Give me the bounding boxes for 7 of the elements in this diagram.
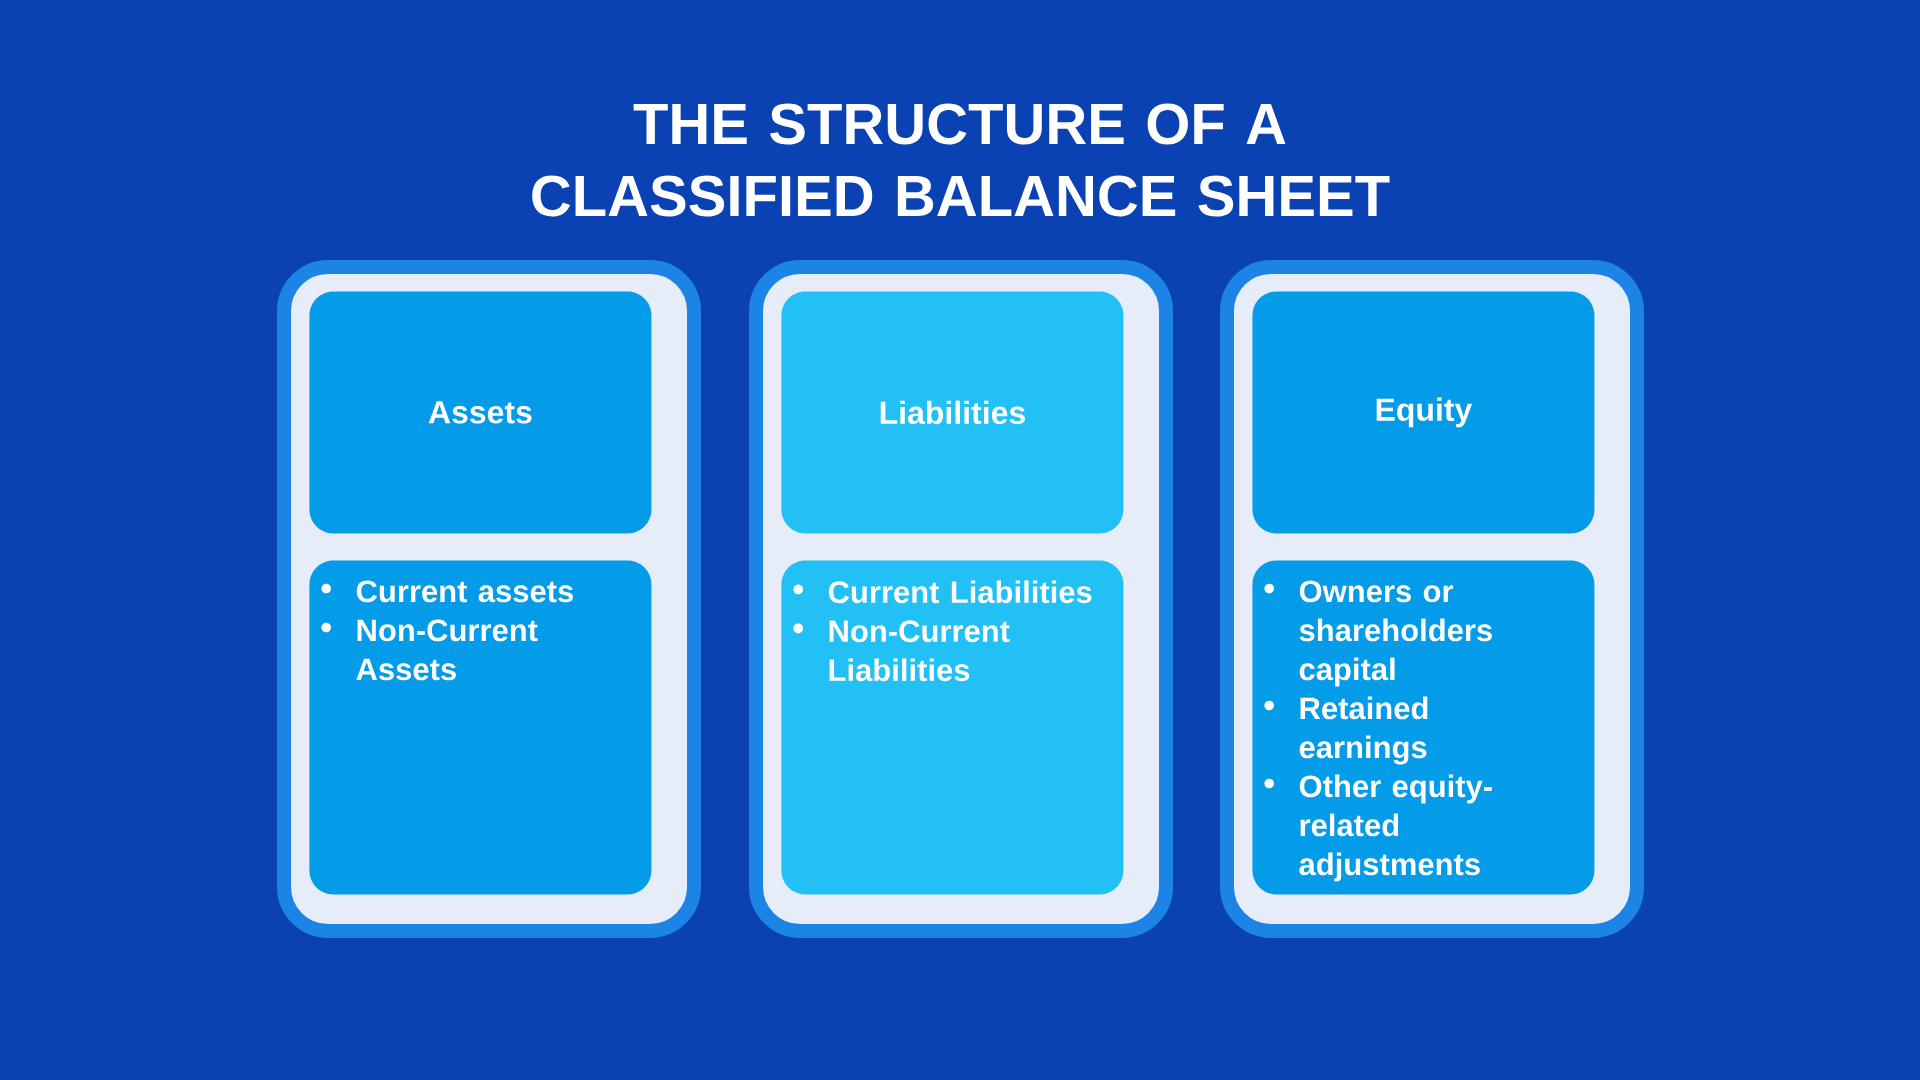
bullet-list-box: Current assets Non-Current Assets [309, 560, 652, 895]
title: THE STRUCTURE OF A CLASSIFIED BALANCE SHEET [532, 103, 1390, 217]
bullet-list-box: Owners or shareholders capital Retained earnings Other equity-related adjustments [1252, 560, 1595, 895]
bullet-list-box: Current Liabilities Non-Current Liabilities [781, 560, 1124, 895]
header-box: Assets [309, 291, 652, 534]
header-box: Liabilities [781, 291, 1124, 534]
header-box: Equity [1252, 291, 1595, 534]
